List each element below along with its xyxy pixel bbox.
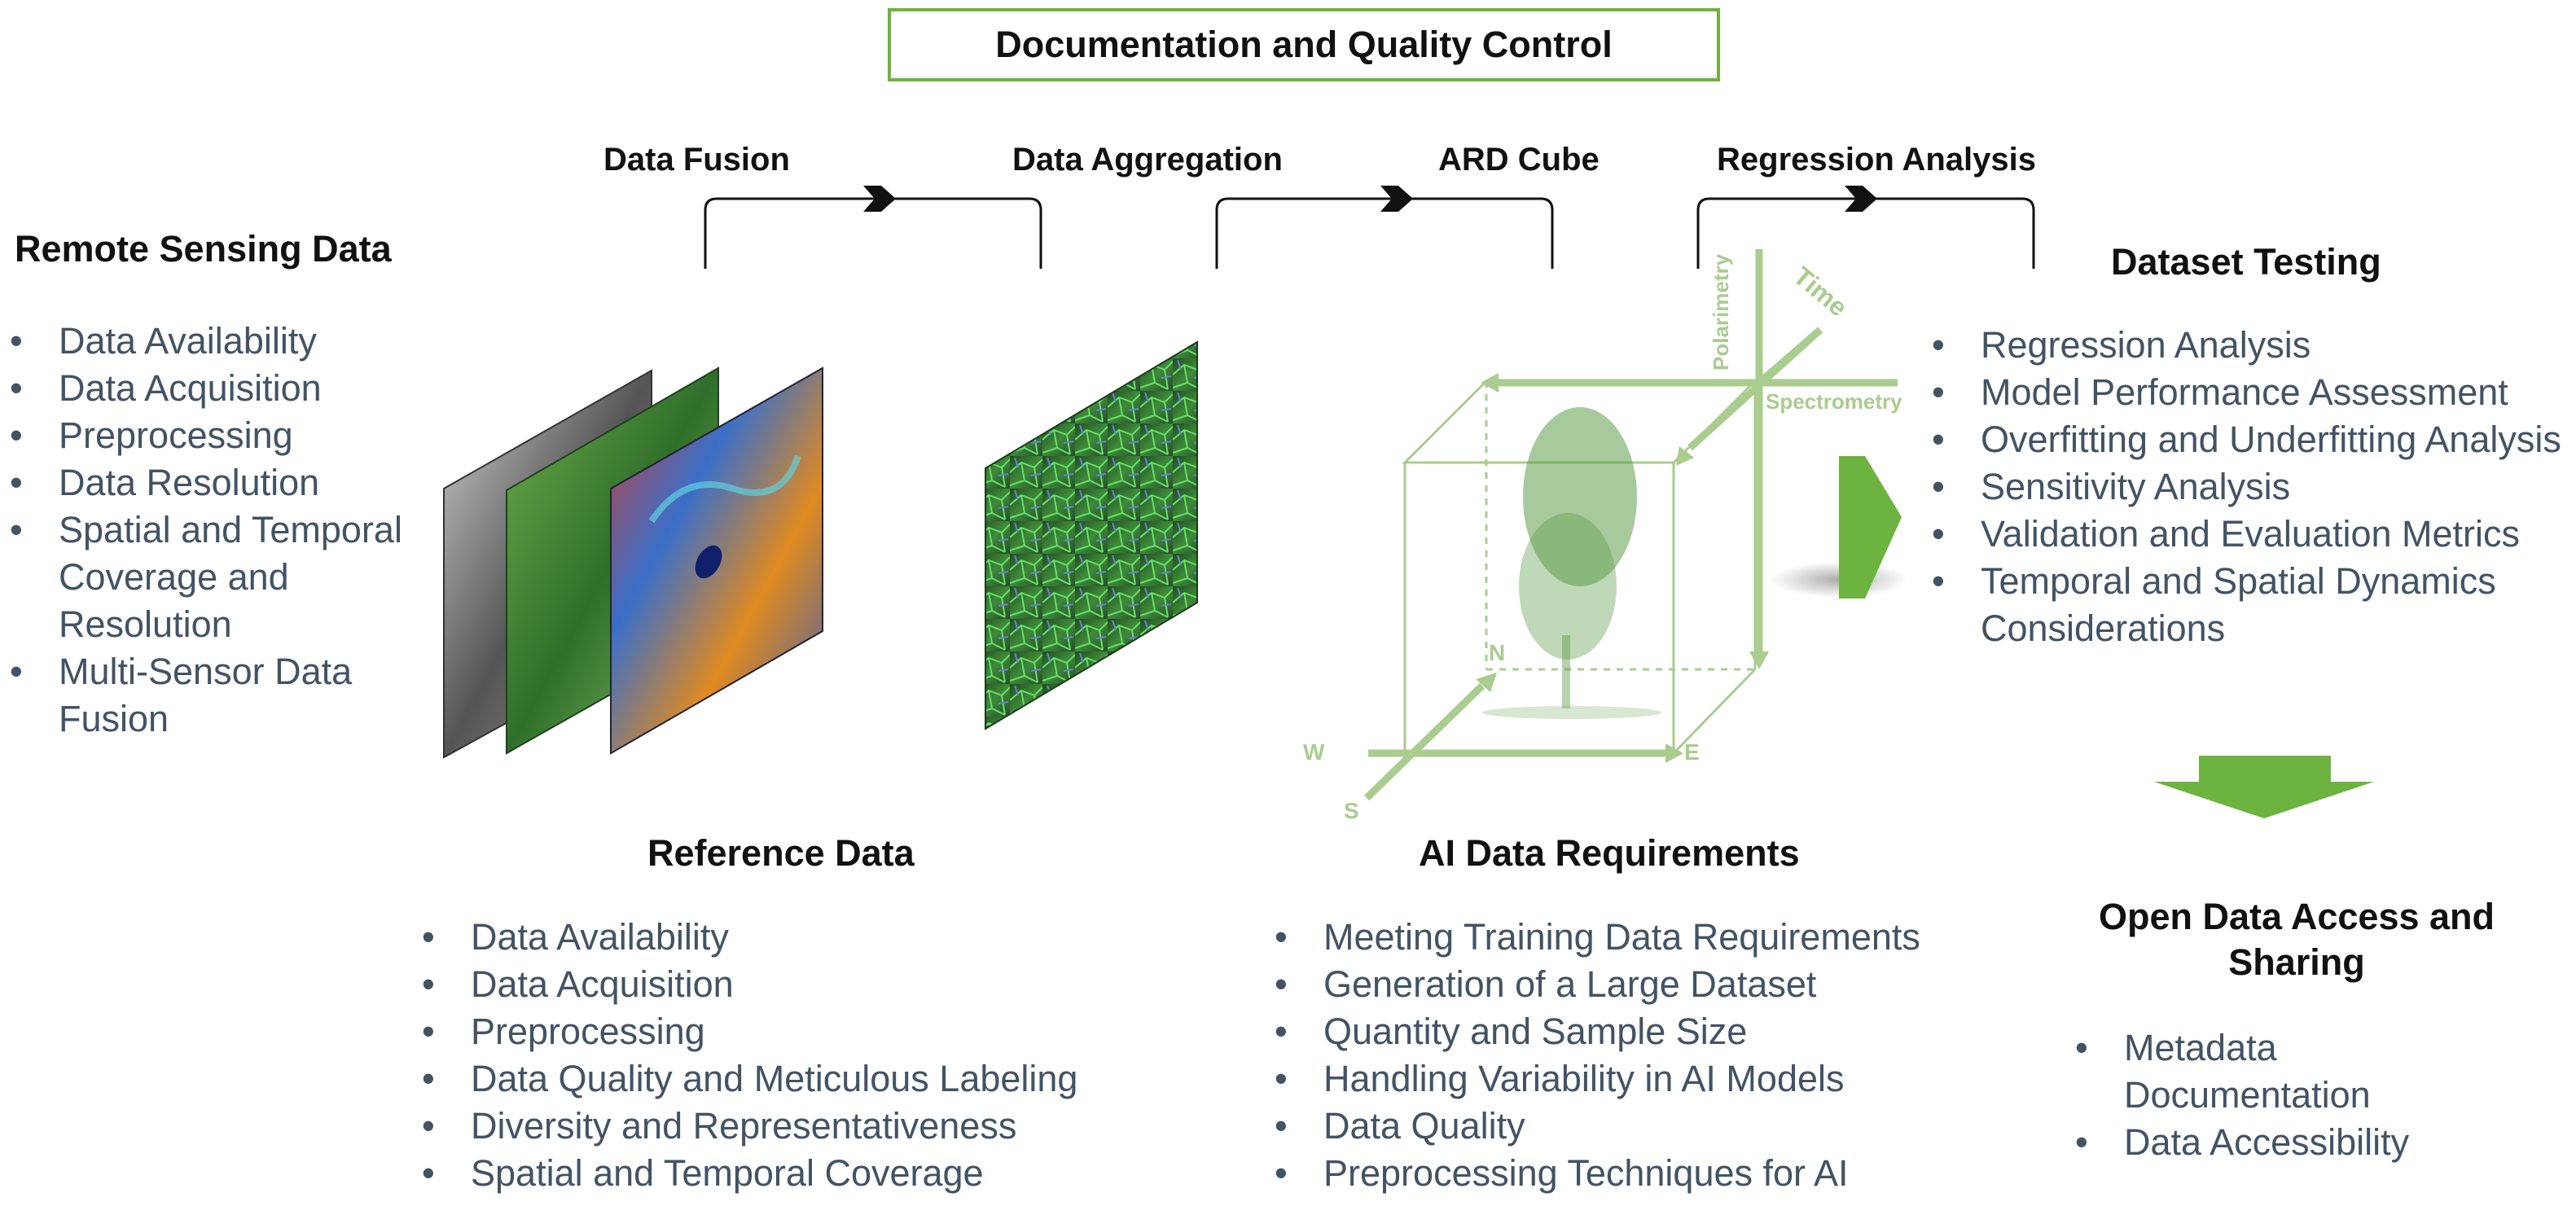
cube-axis-polarimetry: Polarimetry — [1709, 253, 1733, 371]
arrow-regression-icon — [1845, 186, 1877, 212]
remote-sensing-list: Data Availability Data Acquisition Prepr… — [10, 318, 433, 743]
list-item: Regression Analysis — [1932, 322, 2575, 369]
list-item: Multi-Sensor Data Fusion — [10, 648, 433, 743]
list-item: Model Performance Assessment — [1932, 369, 2575, 416]
list-item: Temporal and Spatial Dynamics Considerat… — [1932, 558, 2575, 652]
list-item: Spatial and Temporal Coverage — [422, 1150, 1155, 1197]
list-item: Overfitting and Underfitting Analysis — [1932, 416, 2575, 463]
arrow-data-aggregation-icon — [1380, 186, 1413, 212]
list-item: Spatial and Temporal Coverage and Resolu… — [10, 507, 433, 648]
step-label-data-aggregation: Data Aggregation — [1012, 142, 1283, 178]
ai-data-requirements-list: Meeting Training Data Requirements Gener… — [1275, 914, 2008, 1197]
dataset-testing-heading: Dataset Testing — [2111, 241, 2381, 283]
segmented-layer — [985, 340, 1198, 730]
list-item: Handling Variability in AI Models — [1275, 1055, 2008, 1103]
list-item: Meeting Training Data Requirements — [1275, 914, 2008, 961]
arrow-data-fusion-icon — [863, 186, 896, 212]
satellite-layer-stack — [443, 366, 823, 759]
cube-axis-east: E — [1684, 739, 1700, 765]
documentation-quality-control-box: Documentation and Quality Control — [888, 8, 1720, 81]
list-item: Data Acquisition — [10, 365, 433, 412]
list-item: Generation of a Large Dataset — [1275, 961, 2008, 1008]
list-item: Preprocessing — [10, 412, 433, 459]
bracket-data-fusion — [704, 197, 1042, 269]
step-label-ard-cube: ARD Cube — [1438, 142, 1600, 178]
step-label-data-fusion: Data Fusion — [603, 142, 790, 178]
bracket-data-aggregation — [1215, 197, 1554, 269]
list-item: Data Quality — [1275, 1103, 2008, 1150]
list-item: Data Accessibility — [2075, 1119, 2499, 1166]
list-item: Validation and Evaluation Metrics — [1932, 511, 2575, 558]
list-item: Preprocessing — [422, 1008, 1155, 1055]
list-item: Data Availability — [422, 914, 1155, 961]
remote-sensing-heading: Remote Sensing Data — [15, 228, 392, 270]
list-item: Diversity and Representativeness — [422, 1103, 1155, 1150]
open-data-heading: Open Data Access and Sharing — [2098, 896, 2495, 983]
list-item: Quantity and Sample Size — [1275, 1008, 2008, 1055]
down-arrow-icon — [2154, 756, 2374, 818]
cube-axis-north: N — [1489, 640, 1506, 665]
bracket-regression — [1696, 197, 2035, 269]
list-item: Data Acquisition — [422, 961, 1155, 1008]
reference-data-heading: Reference Data — [647, 832, 915, 874]
tree-point-cloud — [1482, 407, 1661, 719]
open-data-list: Metadata Documentation Data Accessibilit… — [2075, 1024, 2499, 1166]
list-item: Sensitivity Analysis — [1932, 463, 2575, 511]
list-item: Data Availability — [10, 318, 433, 365]
list-item: Data Quality and Meticulous Labeling — [422, 1055, 1155, 1103]
page-title: Documentation and Quality Control — [995, 24, 1613, 65]
cube-axis-south: S — [1344, 798, 1359, 823]
list-item: Preprocessing Techniques for AI — [1275, 1150, 2008, 1197]
list-item: Data Resolution — [10, 459, 433, 507]
list-item: Metadata Documentation — [2075, 1024, 2499, 1119]
cube-axis-west: W — [1303, 739, 1325, 765]
cube-axes — [1363, 249, 1898, 801]
dataset-testing-list: Regression Analysis Model Performance As… — [1932, 322, 2575, 652]
reference-data-list: Data Availability Data Acquisition Prepr… — [422, 914, 1155, 1197]
step-label-regression-analysis: Regression Analysis — [1717, 142, 2037, 178]
cube-axis-spectrometry: Spectrometry — [1766, 389, 1902, 414]
ai-data-requirements-heading: AI Data Requirements — [1419, 832, 1800, 874]
